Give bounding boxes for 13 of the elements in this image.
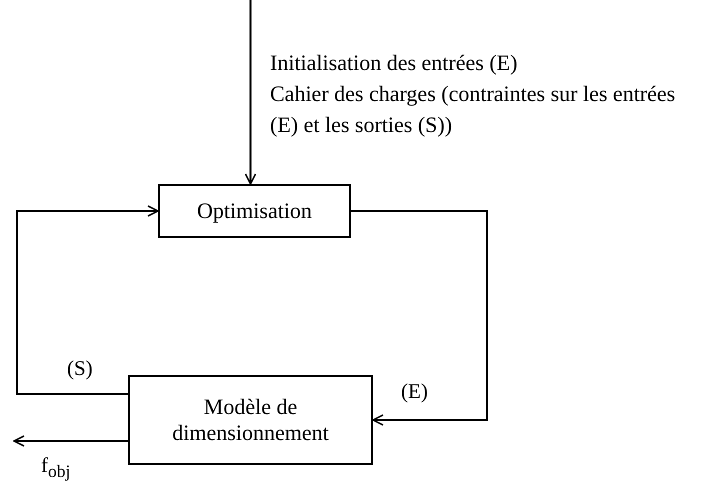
arrow	[244, 0, 256, 185]
process-box	[128, 375, 373, 465]
box-label: Modèle de dimensionnement	[171, 394, 330, 446]
arrow	[351, 210, 488, 426]
process-box	[158, 184, 351, 238]
annotation-text: Cahier des charges (contraintes sur les entrées (E) et les sorties (S))	[270, 80, 676, 139]
arrow	[16, 205, 159, 395]
arrow	[13, 435, 128, 447]
edge-label: f$_{obj}$	[40, 454, 72, 481]
edge-label: (S)	[66, 357, 94, 380]
edge-label: (E)	[400, 380, 429, 403]
annotation-text: Initialisation des entrées (E)	[270, 49, 518, 77]
box-label: Optimisation	[197, 198, 312, 224]
